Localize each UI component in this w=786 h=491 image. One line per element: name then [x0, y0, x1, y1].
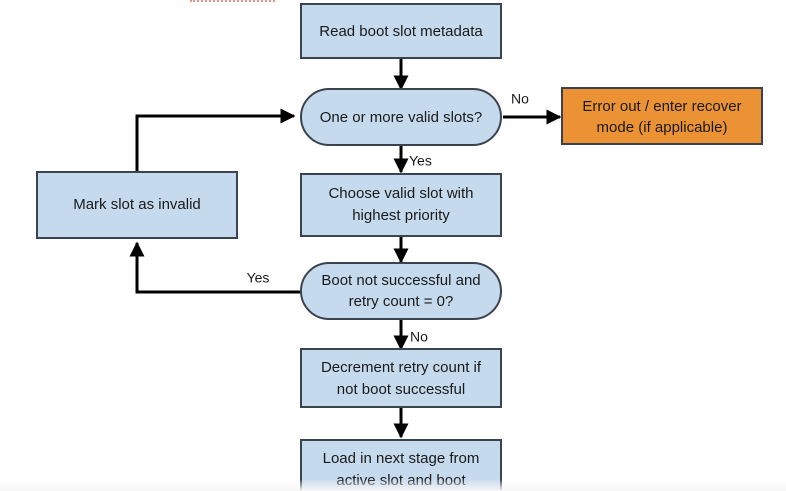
node-shape-decision [300, 88, 502, 146]
node-text-line1: Load in next stage from [323, 450, 480, 467]
node-shape-process [300, 348, 502, 408]
node-shape-process [300, 3, 502, 59]
edge-label-yes-valid-slots: Yes [409, 153, 432, 169]
node-text-line2: not boot successful [337, 381, 465, 398]
node-shape-decision [300, 262, 502, 320]
node-text-line1: Choose valid slot with [328, 185, 473, 202]
node-one-or-more-valid-slots[interactable]: One or more valid slots? [300, 88, 502, 146]
node-text-line1: Boot not successful and [321, 272, 480, 289]
node-load-next-stage-active-slot[interactable]: Load in next stage from active slot and … [300, 439, 502, 491]
node-text-line1: Read boot slot metadata [319, 23, 483, 40]
node-text-line1: Mark slot as invalid [73, 196, 201, 213]
edge-boot-check-to-mark-invalid [129, 241, 301, 294]
edge-label-no-valid-slots: No [511, 91, 529, 107]
node-mark-slot-as-invalid[interactable]: Mark slot as invalid [36, 171, 238, 239]
node-choose-valid-slot-highest-priority[interactable]: Choose valid slot with highest priority [300, 173, 502, 237]
node-text-line2: active slot and boot [336, 472, 466, 489]
node-text-line2: highest priority [352, 207, 450, 224]
node-text-line2: mode (if applicable) [597, 119, 728, 136]
node-text-line1: Decrement retry count if [321, 359, 482, 376]
edge-label-no-retry-remaining: No [410, 329, 428, 345]
node-text-line2: retry count = 0? [349, 293, 454, 310]
node-read-boot-slot-metadata[interactable]: Read boot slot metadata [300, 3, 502, 59]
node-error-out-enter-recover-mode[interactable]: Error out / enter recover mode (if appli… [561, 87, 763, 145]
node-text-line1: Error out / enter recover [582, 98, 741, 115]
node-text-line1: One or more valid slots? [320, 109, 483, 126]
edge-label-yes-retry-exhausted: Yes [247, 270, 270, 286]
edge-mark-invalid-to-valid-slots [135, 108, 296, 172]
node-decrement-retry-count[interactable]: Decrement retry count if not boot succes… [300, 348, 502, 408]
node-boot-not-successful-retry-count-zero[interactable]: Boot not successful and retry count = 0? [300, 262, 502, 320]
node-shape-process [36, 171, 238, 239]
node-shape-error [561, 87, 763, 145]
node-shape-process [300, 173, 502, 237]
